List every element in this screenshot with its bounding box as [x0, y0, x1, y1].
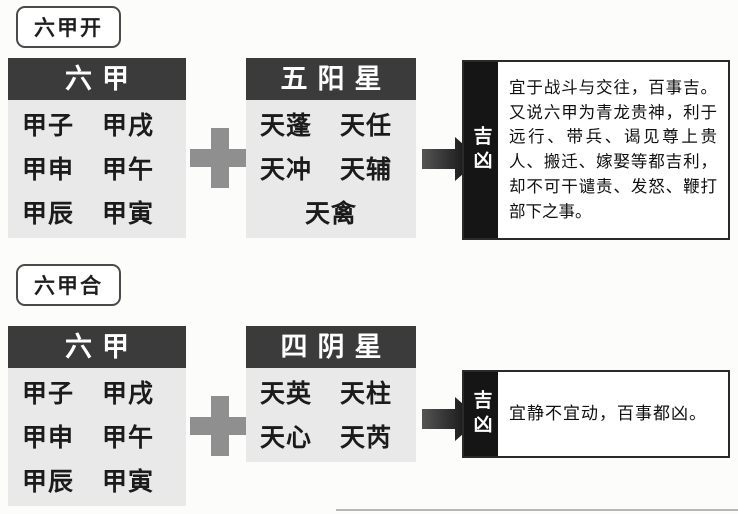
cell: 甲午	[102, 156, 155, 184]
cell: 天柱	[340, 380, 393, 408]
table-body: 甲子 甲戌 甲申 甲午 甲辰 甲寅	[8, 368, 186, 506]
cell: 甲辰	[22, 200, 75, 228]
table-header: 五阳星	[246, 58, 416, 100]
cell: 甲子	[22, 112, 75, 140]
result-text-content: 宜于战斗与交往，百事吉。又说六甲为青龙贵神，利于远行、带兵、谒见尊上贵人、搬迁、…	[509, 77, 717, 221]
cell: 甲午	[102, 424, 155, 452]
cell: 甲辰	[22, 468, 75, 496]
plus-icon	[190, 128, 250, 188]
cell: 甲子	[22, 380, 75, 408]
section-label-text: 六甲合	[34, 275, 103, 298]
table-body: 天蓬 天任 天冲 天辅 天禽	[246, 100, 416, 238]
table-row: 天心 天芮	[246, 414, 416, 458]
section-label-liujia-kai: 六甲开	[16, 6, 121, 48]
liujia-table-1: 六甲 甲子 甲戌 甲申 甲午 甲辰 甲寅	[8, 58, 186, 238]
cell: 天英	[260, 380, 313, 408]
cell: 甲寅	[102, 468, 155, 496]
table-row: 甲辰 甲寅	[8, 190, 186, 234]
cell: 天辅	[340, 156, 393, 184]
siyinxing-table: 四阴星 天英 天柱 天心 天芮	[246, 326, 416, 462]
section-label-text: 六甲开	[34, 17, 103, 40]
cell: 天心	[260, 424, 313, 452]
table-row: 天英 天柱	[246, 370, 416, 414]
jixiong-band: 吉凶	[464, 372, 498, 456]
table-row: 甲申 甲午	[8, 146, 186, 190]
jixiong-band: 吉凶	[464, 62, 498, 238]
liujia-table-2: 六甲 甲子 甲戌 甲申 甲午 甲辰 甲寅	[8, 326, 186, 506]
table-header: 四阴星	[246, 326, 416, 368]
table-row: 甲辰 甲寅	[8, 458, 186, 502]
result-text-content: 宜静不宜动，百事都凶。	[509, 404, 707, 424]
cell: 天蓬	[260, 112, 313, 140]
cell: 甲戌	[102, 112, 155, 140]
table-header: 六甲	[8, 326, 186, 368]
table-row: 天冲 天辅	[246, 146, 416, 190]
table-row: 甲申 甲午	[8, 414, 186, 458]
cell: 甲申	[22, 424, 75, 452]
cell: 甲寅	[102, 200, 155, 228]
table-body: 天英 天柱 天心 天芮	[246, 368, 416, 462]
table-row: 甲子 甲戌	[8, 102, 186, 146]
table-row: 甲子 甲戌	[8, 370, 186, 414]
cell: 甲戌	[102, 380, 155, 408]
plus-icon	[190, 396, 250, 456]
result-text: 宜静不宜动，百事都凶。	[498, 372, 728, 456]
cell: 天禽	[304, 200, 357, 228]
section-label-liujia-he: 六甲合	[16, 264, 121, 306]
table-row: 天禽	[246, 190, 416, 234]
table-body: 甲子 甲戌 甲申 甲午 甲辰 甲寅	[8, 100, 186, 238]
cell: 甲申	[22, 156, 75, 184]
cell: 天芮	[340, 424, 393, 452]
page-edge-line	[336, 509, 738, 511]
table-header: 六甲	[8, 58, 186, 100]
result-box-liujia-kai: 吉凶 宜于战斗与交往，百事吉。又说六甲为青龙贵神，利于远行、带兵、谒见尊上贵人、…	[462, 60, 730, 240]
wuyangxing-table: 五阳星 天蓬 天任 天冲 天辅 天禽	[246, 58, 416, 238]
result-text: 宜于战斗与交往，百事吉。又说六甲为青龙贵神，利于远行、带兵、谒见尊上贵人、搬迁、…	[498, 62, 728, 238]
cell: 天冲	[260, 156, 313, 184]
result-box-liujia-he: 吉凶 宜静不宜动，百事都凶。	[462, 370, 730, 458]
table-row: 天蓬 天任	[246, 102, 416, 146]
cell: 天任	[340, 112, 393, 140]
